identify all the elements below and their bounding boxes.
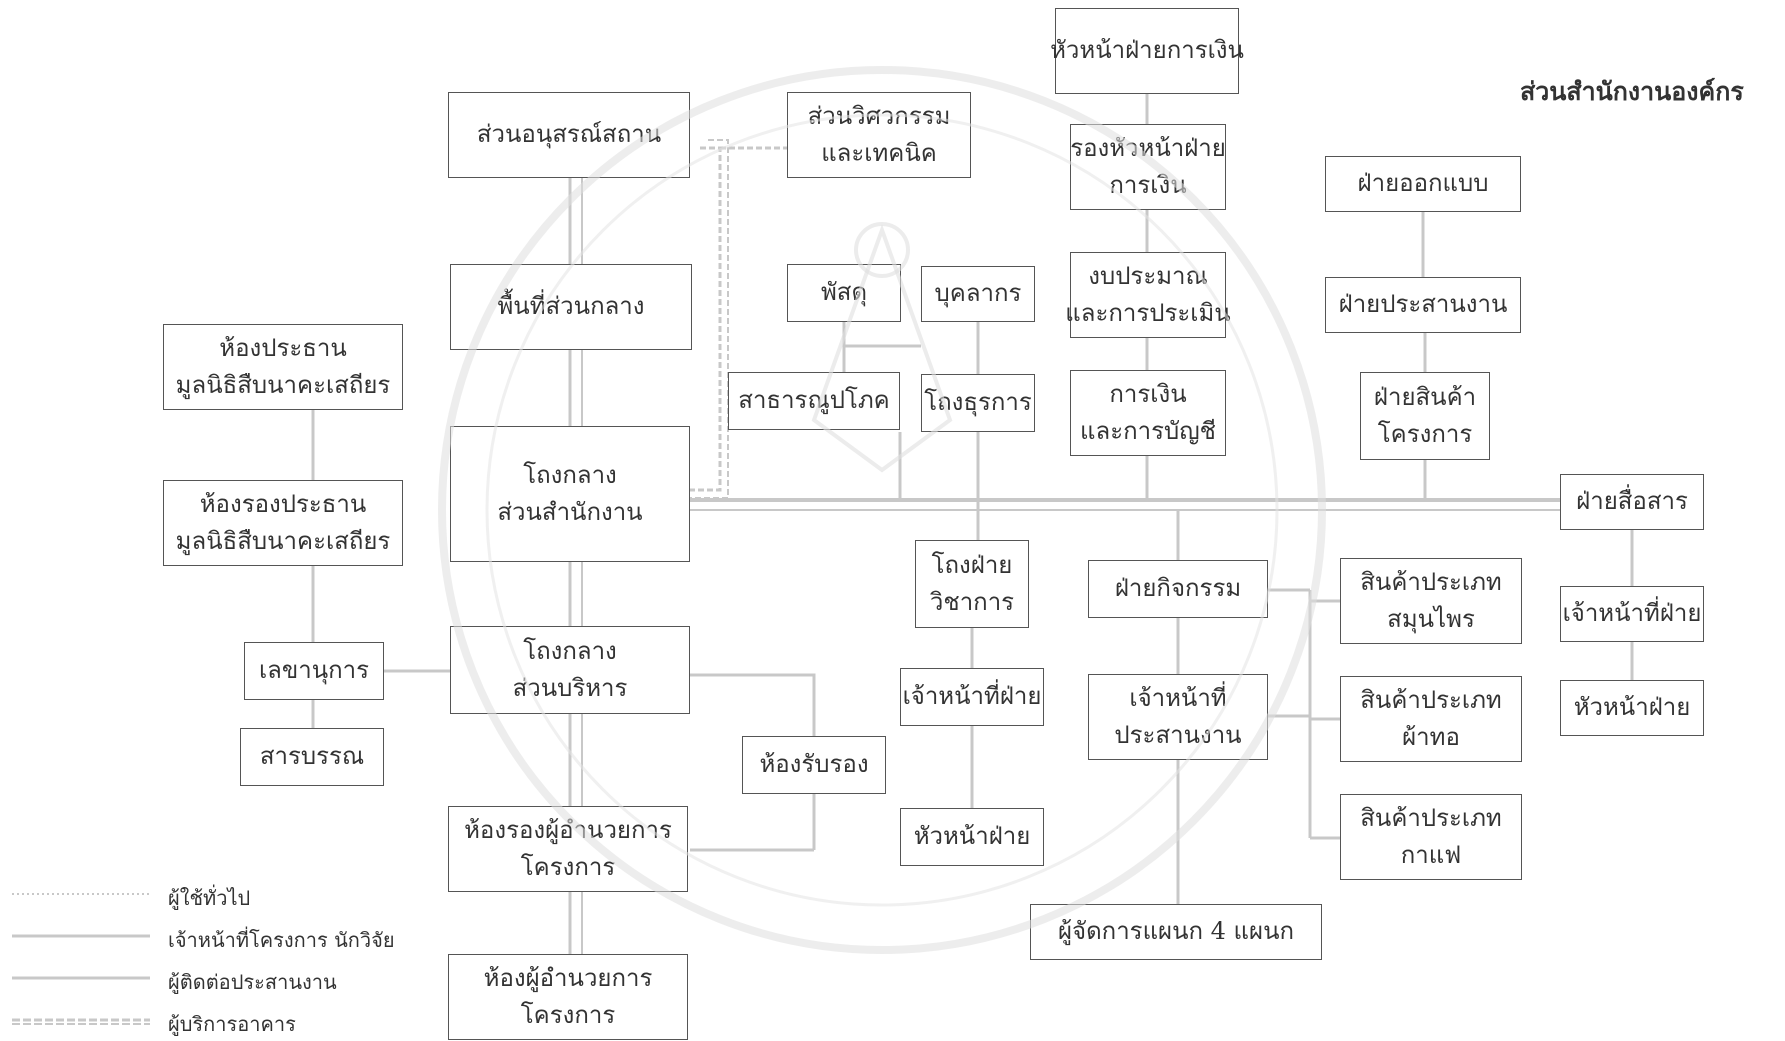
box-chair-room: ห้องประธาน มูลนิธิสืบนาคะเสถียร [163,324,403,410]
box-line: ส่วนบริหาร [512,674,628,702]
box-line: สินค้าประเภท [1360,567,1502,596]
box-line: สารบรรณ [259,742,365,771]
box-coordination-division: ฝ่ายประสานงาน [1325,277,1521,333]
box-accounting: การเงิน และการบัญชี [1070,370,1226,456]
box-personnel: บุคลากร [921,266,1035,322]
box-director-room: ห้องผู้อำนวยการ โครงการ [448,954,688,1040]
legend-label-general-user: ผู้ใช้ทั่วไป [168,886,251,910]
box-line: พัสดุ [820,278,868,307]
box-line: โครงการ [1377,420,1473,448]
box-line: มูลนิธิสืบนาคะเสถียร [175,371,391,399]
box-line: เลขานุการ [258,656,370,685]
box-line: โครงการ [520,1001,616,1029]
box-line: หัวหน้าฝ่าย [1573,693,1691,722]
box-line: และการบัญชี [1080,417,1216,445]
box-academic-staff: เจ้าหน้าที่ฝ่าย [900,668,1044,726]
box-line: ห้องรับรอง [759,750,869,779]
box-line: งบประมาณ [1088,261,1208,290]
box-line: และการประเมิน [1065,299,1231,327]
box-academic-hall: โถงฝ่าย วิชาการ [915,540,1029,628]
box-line: มูลนิธิสืบนาคะเสถียร [175,527,391,555]
box-line: เจ้าหน้าที่ [1129,683,1227,712]
box-utilities: สาธารณูปโภค [728,372,900,430]
box-line: รองหัวหน้าฝ่าย [1070,133,1226,162]
box-line: ฝ่ายสินค้า [1373,382,1477,411]
box-line: ห้องประธาน [219,333,347,362]
box-communication: ฝ่ายสื่อสาร [1560,474,1704,530]
box-communication-staff: เจ้าหน้าที่ฝ่าย [1560,586,1704,642]
box-line: ห้องรองประธาน [199,489,367,518]
box-line: บุคลากร [934,279,1022,308]
box-deputy-director-room: ห้องรองผู้อำนวยการ โครงการ [448,806,688,892]
box-line: การเงิน [1109,171,1187,199]
box-department-managers: ผู้จัดการแผนก 4 แผนก [1030,904,1322,960]
box-line: โครงการ [520,853,616,881]
box-academic-head: หัวหน้าฝ่าย [900,808,1044,866]
box-vice-chair-room: ห้องรองประธาน มูลนิธิสืบนาคะเสถียร [163,480,403,566]
box-office-hall: โถงกลาง ส่วนสำนักงาน [450,426,690,562]
box-line: ฝ่ายกิจกรรม [1114,574,1242,603]
legend-label-project-staff: เจ้าหน้าที่โครงการ นักวิจัย [168,928,395,952]
box-budget: งบประมาณ และการประเมิน [1065,252,1231,338]
box-line: ห้องรองผู้อำนวยการ [464,815,672,844]
box-line: การเงิน [1109,379,1187,408]
box-finance-head: หัวหน้าฝ่ายการเงิน [1050,8,1244,94]
box-line: ส่วนสำนักงาน [497,498,643,526]
box-coffee: สินค้าประเภท กาแฟ [1340,794,1522,880]
box-line: ประสานงาน [1114,721,1242,749]
box-line: โถงฝ่าย [931,550,1013,579]
box-line: สินค้าประเภท [1360,685,1502,714]
box-supplies: พัสดุ [787,264,901,322]
box-line: โถงธุรการ [924,388,1032,417]
box-line: สาธารณูปโภค [738,386,890,415]
box-activities: ฝ่ายกิจกรรม [1088,560,1268,618]
box-line: เจ้าหน้าที่ฝ่าย [902,682,1042,711]
box-line: หัวหน้าฝ่าย [913,822,1031,851]
box-line: ส่วนอนุสรณ์สถาน [476,120,662,149]
legend-label-building-service: ผู้บริการอาคาร [168,1012,296,1036]
box-line: พื้นที่ส่วนกลาง [497,292,645,321]
box-line: หัวหน้าฝ่ายการเงิน [1050,36,1244,65]
box-finance-deputy: รองหัวหน้าฝ่าย การเงิน [1070,124,1226,210]
service-route-line [690,146,722,492]
box-line: ส่วนวิศวกรรม [807,101,951,130]
box-monument: ส่วนอนุสรณ์สถาน [448,92,690,178]
box-archive: สารบรรณ [240,728,384,786]
box-line: และเทคนิค [821,139,937,167]
legend-label-coordinator: ผู้ติดต่อประสานงาน [168,970,337,994]
box-line: ห้องผู้อำนวยการ [483,963,653,992]
box-engineering: ส่วนวิศวกรรม และเทคนิค [787,92,971,178]
connector-line [690,673,816,736]
box-central-area: พื้นที่ส่วนกลาง [450,264,692,350]
box-products: ฝ่ายสินค้า โครงการ [1360,372,1490,460]
box-line: โถงกลาง [523,460,617,489]
box-line: วิชาการ [929,588,1015,616]
box-line: กาแฟ [1400,841,1462,869]
box-line: ผ้าทอ [1402,723,1460,751]
box-line: โถงกลาง [523,636,617,665]
box-herbal: สินค้าประเภท สมุนไพร [1340,558,1522,644]
box-admin-hall: โถงกลาง ส่วนบริหาร [450,626,690,714]
box-reception: ห้องรับรอง [742,736,886,794]
box-secretary: เลขานุการ [244,642,384,700]
box-line: ฝ่ายออกแบบ [1357,169,1489,198]
box-general-affairs: โถงธุรการ [921,374,1035,432]
box-coordination-staff: เจ้าหน้าที่ ประสานงาน [1088,674,1268,760]
box-design: ฝ่ายออกแบบ [1325,156,1521,212]
box-textile: สินค้าประเภท ผ้าทอ [1340,676,1522,762]
service-route-line [690,139,729,499]
box-line: ฝ่ายสื่อสาร [1576,487,1688,516]
box-line: ผู้จัดการแผนก 4 แผนก [1057,917,1295,946]
box-line: สมุนไพร [1387,605,1475,633]
box-line: เจ้าหน้าที่ฝ่าย [1562,599,1702,628]
box-communication-head: หัวหน้าฝ่าย [1560,680,1704,736]
box-line: สินค้าประเภท [1360,803,1502,832]
page-title: ส่วนสำนักงานองค์กร [1520,77,1744,106]
box-line: ฝ่ายประสานงาน [1338,290,1508,319]
